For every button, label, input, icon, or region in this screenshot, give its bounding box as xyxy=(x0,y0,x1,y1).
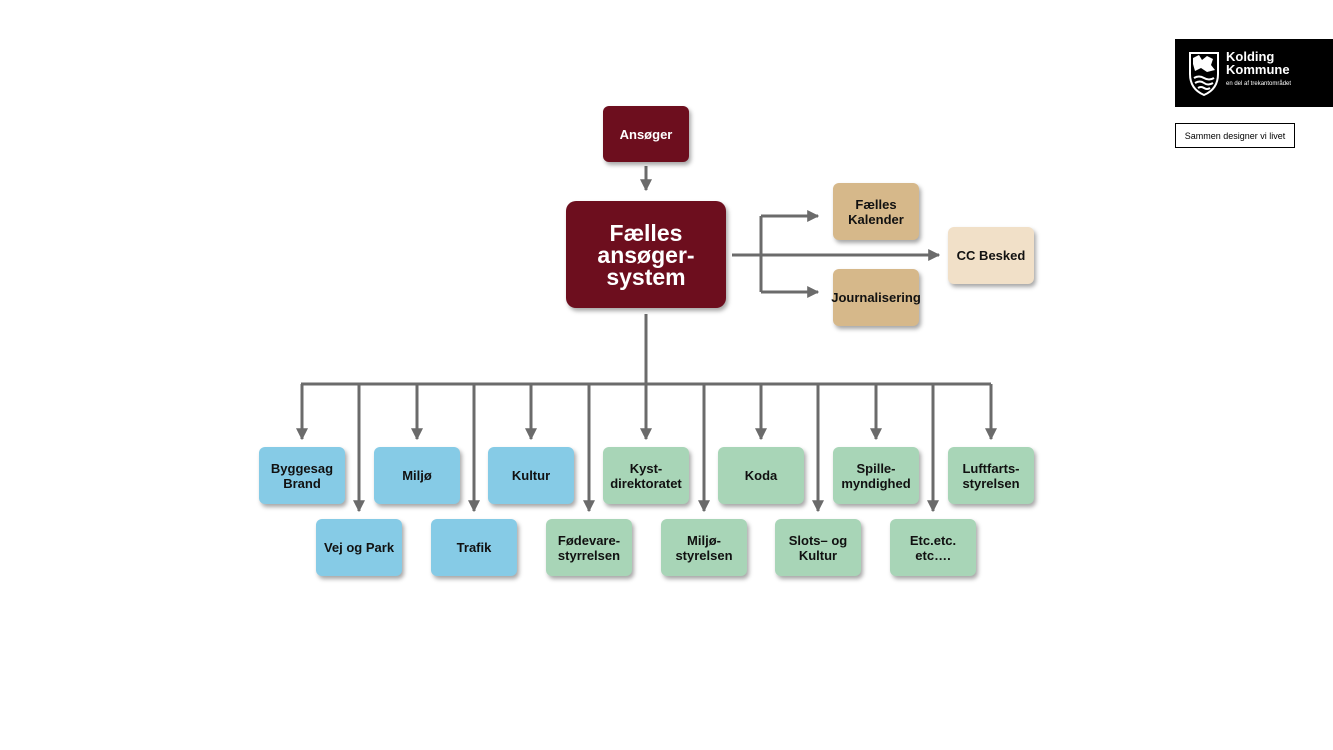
logo-name: Kolding Kommune xyxy=(1226,49,1290,77)
node-kultur: Kultur xyxy=(488,447,574,504)
node-trafik: Trafik xyxy=(431,519,517,576)
node-fodevarestyrrelsen: Fødevare- styrrelsen xyxy=(546,519,632,576)
node-spillemyndighed: Spille- myndighed xyxy=(833,447,919,504)
node-cc-besked: CC Besked xyxy=(948,227,1034,284)
slogan: Sammen designer vi livet xyxy=(1175,123,1295,148)
node-kystdirektoratet: Kyst- direktoratet xyxy=(603,447,689,504)
node-faelles-kalender: Fælles Kalender xyxy=(833,183,919,240)
node-luftfartsstyrelsen: Luftfarts- styrelsen xyxy=(948,447,1034,504)
node-koda: Koda xyxy=(718,447,804,504)
node-vej-og-park: Vej og Park xyxy=(316,519,402,576)
node-slots-og-kultur: Slots– og Kultur xyxy=(775,519,861,576)
node-miljostyrelsen: Miljø- styrelsen xyxy=(661,519,747,576)
coat-of-arms-icon xyxy=(1189,52,1219,96)
logo-subtitle: en del af trekantområdet xyxy=(1226,81,1292,87)
kolding-kommune-logo: Kolding Kommune en del af trekantområdet xyxy=(1175,39,1333,107)
node-faelles-ansoger-system: Fælles ansøger- system xyxy=(566,201,726,308)
node-etc: Etc.etc. etc…. xyxy=(890,519,976,576)
node-miljo: Miljø xyxy=(374,447,460,504)
node-byggesag-brand: Byggesag Brand xyxy=(259,447,345,504)
node-ansoger: Ansøger xyxy=(603,106,689,162)
node-journalisering: Journalisering xyxy=(831,269,921,326)
